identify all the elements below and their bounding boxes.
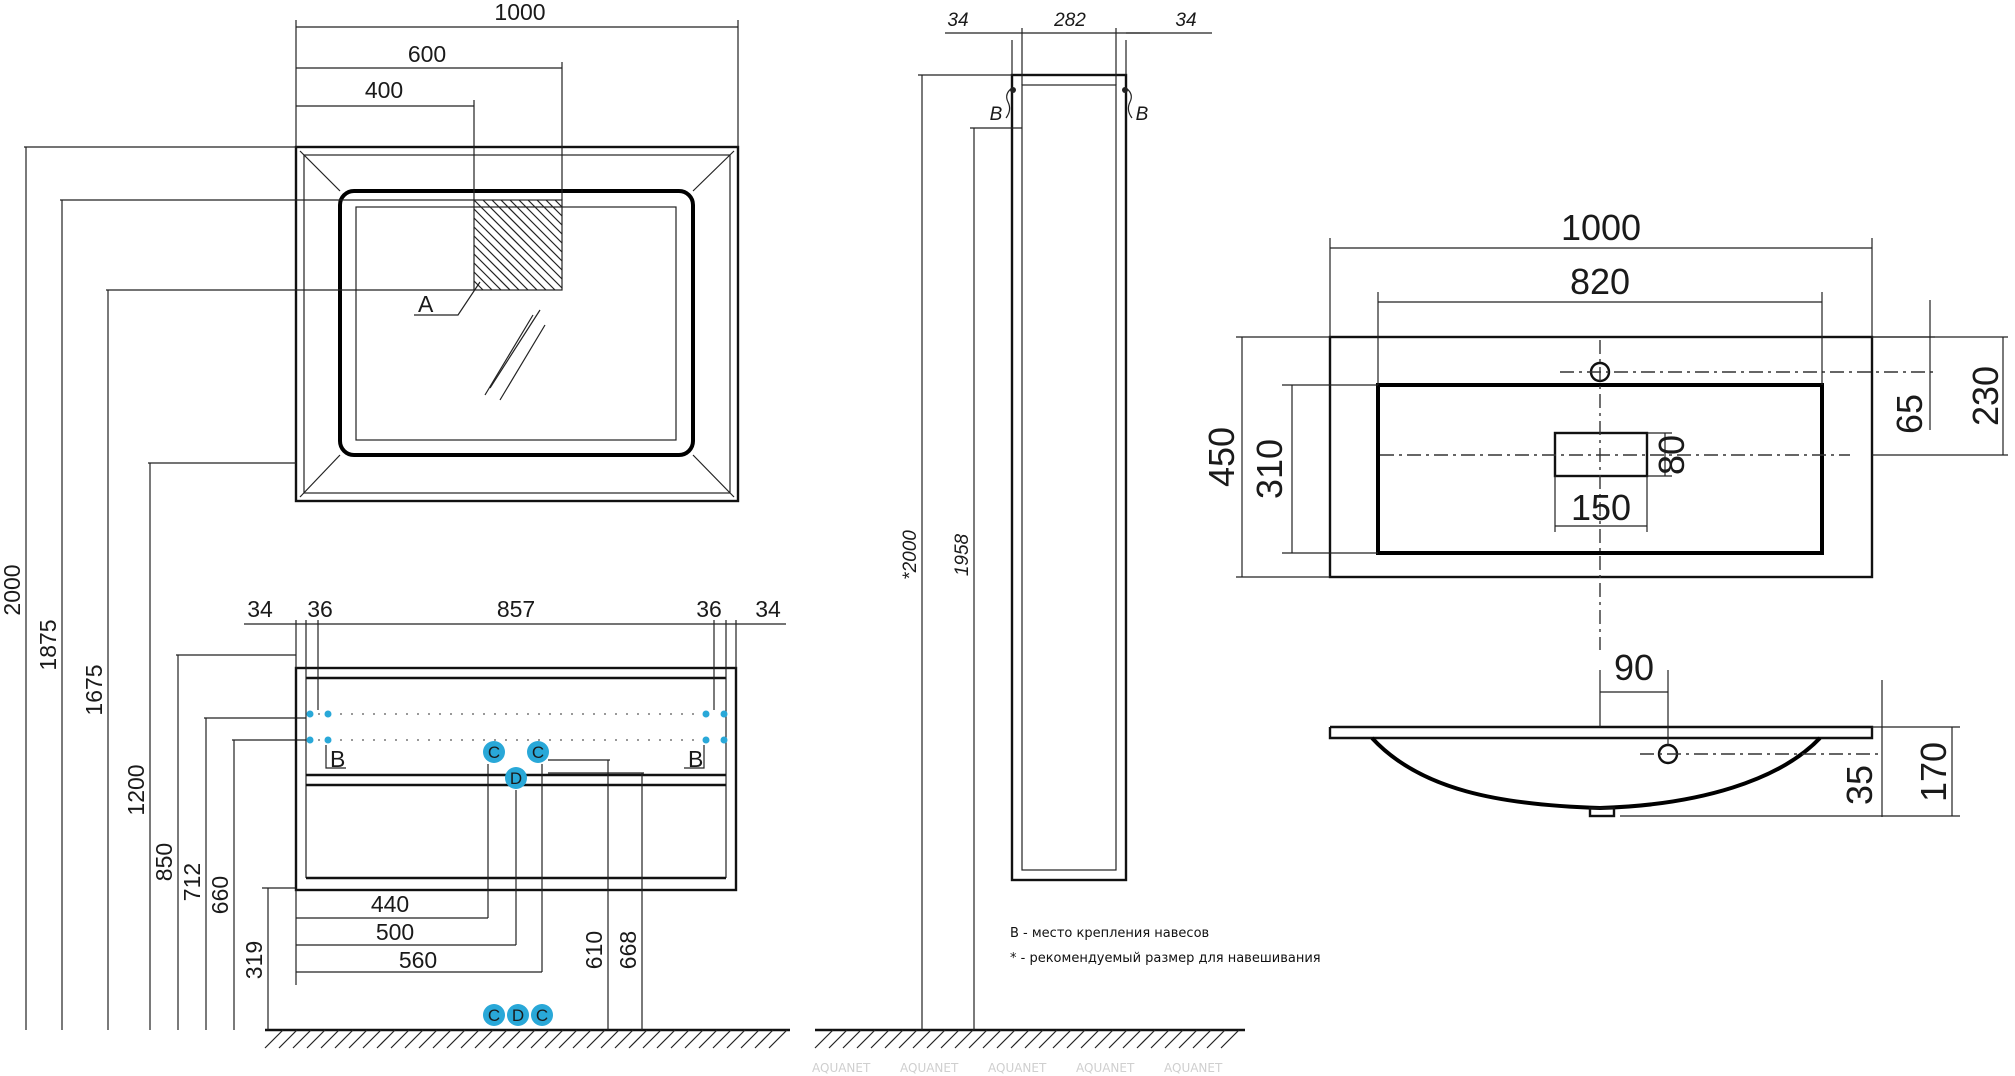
dim-basin-820: 820	[1570, 261, 1630, 302]
label-b-left: B	[330, 746, 345, 772]
floor-column	[814, 1028, 1245, 1049]
dim-1875: 1875	[35, 619, 61, 670]
svg-text:AQUANET: AQUANET	[1164, 1061, 1223, 1075]
dim-col-2000: *2000	[900, 530, 921, 580]
mirror-view: A	[294, 145, 740, 503]
dim-34-left: 34	[247, 596, 273, 622]
dim-side-35: 35	[1839, 765, 1880, 805]
dim-basin-310: 310	[1249, 439, 1290, 499]
dim-mirror-1000: 1000	[494, 0, 545, 25]
svg-text:D: D	[510, 769, 522, 788]
dim-col-34-right: 34	[1175, 10, 1196, 31]
mounting-points	[306, 710, 728, 744]
dim-1675: 1675	[81, 664, 107, 715]
dim-basin-65: 65	[1889, 394, 1930, 434]
dim-col-282: 282	[1053, 10, 1086, 31]
svg-text:C: C	[488, 1006, 500, 1025]
label-b-column-right: B	[1136, 104, 1149, 125]
dim-440: 440	[371, 891, 409, 917]
dim-col-1958: 1958	[952, 533, 973, 576]
vanity-top-dimensions: 34 36 857 36 34	[244, 596, 786, 710]
elevation-dimensions: 2000 1875 1675 1200 850 712 660 319	[0, 146, 474, 1030]
dim-basin-230: 230	[1965, 366, 2006, 426]
dim-side-90: 90	[1614, 647, 1654, 688]
vanity-bottom-dimensions: 440 500 560 610 668	[295, 759, 644, 1030]
column-cabinet: B B	[990, 28, 1149, 882]
floor-markers: C D C	[483, 1004, 553, 1026]
note-star: * - рекомендуемый размер для навешивания	[1010, 951, 1321, 966]
svg-text:C: C	[532, 743, 544, 762]
basin-dimensions: 1000 820 450 310 65 230 150 80	[1201, 207, 2008, 578]
svg-text:C: C	[536, 1006, 548, 1025]
svg-text:AQUANET: AQUANET	[900, 1061, 959, 1075]
floor-left	[264, 1028, 790, 1049]
dim-2000: 2000	[0, 564, 25, 615]
dim-basin-150: 150	[1571, 487, 1631, 528]
label-b-right: B	[688, 746, 703, 772]
basin-side-dimensions: 90 35 170	[1599, 647, 1960, 817]
dim-basin-80: 80	[1651, 435, 1692, 475]
dim-36-right: 36	[696, 596, 722, 622]
dim-side-170: 170	[1913, 742, 1954, 802]
vanity-cabinet: B B	[294, 666, 738, 892]
dim-mirror-400: 400	[365, 77, 403, 103]
dim-668: 668	[615, 931, 641, 969]
label-a: A	[418, 291, 434, 317]
label-b-column-left: B	[990, 104, 1003, 125]
dim-basin-450: 450	[1201, 427, 1242, 487]
dim-mirror-600: 600	[408, 41, 446, 67]
dim-857: 857	[497, 596, 535, 622]
basin-top-view	[1328, 335, 1935, 650]
dim-34-right: 34	[755, 596, 781, 622]
dim-319: 319	[241, 941, 267, 979]
svg-text:AQUANET: AQUANET	[1076, 1061, 1135, 1075]
note-b: В - место крепления навесов	[1010, 926, 1209, 941]
svg-text:AQUANET: AQUANET	[812, 1061, 871, 1075]
dim-610: 610	[581, 931, 607, 969]
dim-36-left: 36	[307, 596, 333, 622]
dim-basin-1000: 1000	[1561, 207, 1641, 248]
watermark-strip: AQUANET AQUANET AQUANET AQUANET AQUANET	[812, 1061, 1223, 1075]
svg-text:C: C	[488, 743, 500, 762]
dim-660: 660	[207, 876, 233, 914]
mirror-dimensions: 1000 600 400	[295, 0, 739, 200]
column-dimensions: 34 282 34 *2000 1958	[900, 10, 1212, 1030]
dim-560: 560	[399, 947, 437, 973]
dim-712: 712	[179, 863, 205, 901]
dim-500: 500	[376, 919, 414, 945]
dim-850: 850	[151, 843, 177, 881]
cabinet-markers: C D C	[483, 741, 549, 789]
basin-side-view	[1328, 725, 1880, 818]
svg-text:D: D	[512, 1006, 524, 1025]
dim-1200: 1200	[123, 764, 149, 815]
dim-col-34-left: 34	[947, 10, 968, 31]
svg-text:AQUANET: AQUANET	[988, 1061, 1047, 1075]
